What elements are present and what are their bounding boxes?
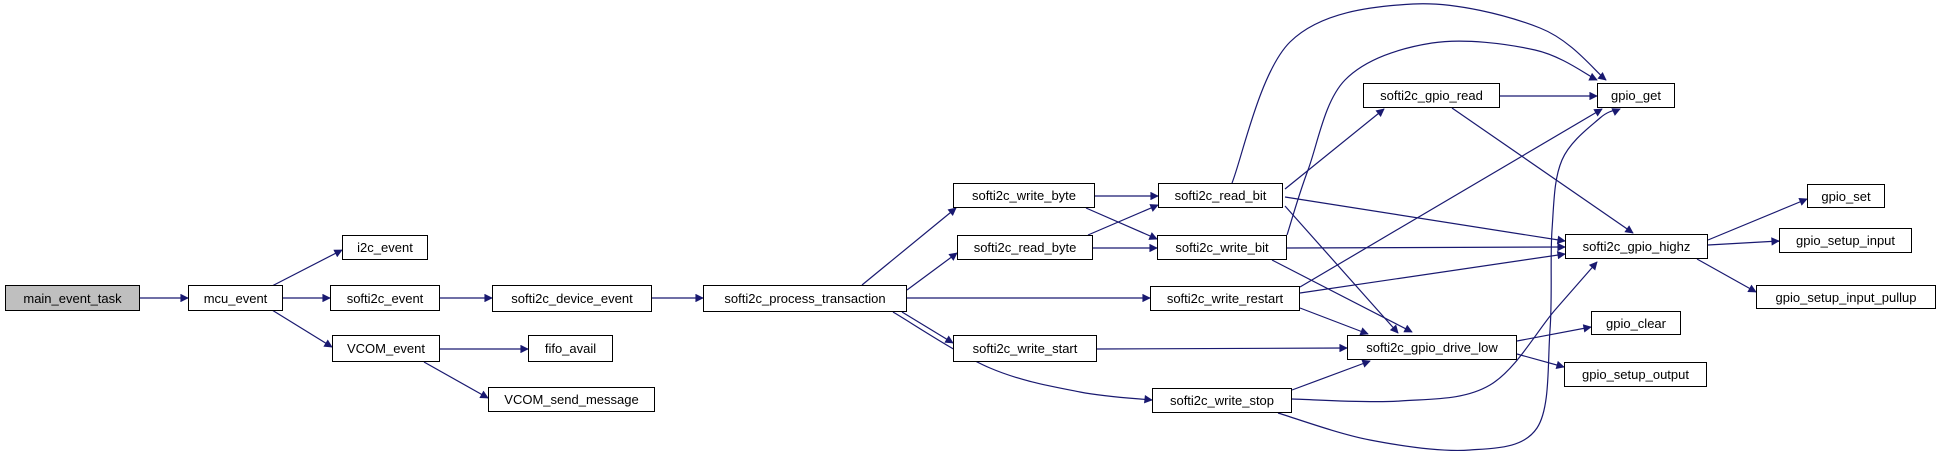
edge-softi2c_read_bit-to-softi2c_gpio_drive_low [1284,205,1399,334]
node-gpio_get[interactable]: gpio_get [1597,83,1675,108]
edge-softi2c_process_transaction-to-softi2c_read_byte [906,252,958,291]
node-softi2c_device_event[interactable]: softi2c_device_event [492,285,652,312]
node-fifo_avail[interactable]: fifo_avail [528,335,613,362]
node-gpio_set[interactable]: gpio_set [1807,184,1885,208]
node-softi2c_write_start[interactable]: softi2c_write_start [953,335,1097,362]
edge-softi2c_write_bit-to-gpio_get [1286,40,1598,236]
node-softi2c_write_bit[interactable]: softi2c_write_bit [1157,235,1287,260]
node-softi2c_write_stop[interactable]: softi2c_write_stop [1152,388,1292,413]
edge-softi2c_read_byte-to-softi2c_read_bit [1087,204,1159,236]
edge-softi2c_gpio_highz-to-gpio_setup_input [1707,237,1780,246]
node-main_event_task[interactable]: main_event_task [5,285,140,311]
edge-softi2c_gpio_highz-to-gpio_set [1707,198,1808,241]
edge-softi2c_write_byte-to-softi2c_write_bit [1085,207,1158,240]
edge-softi2c_write_stop-to-gpio_get [1277,108,1621,451]
node-softi2c_event[interactable]: softi2c_event [330,285,440,311]
node-softi2c_read_byte[interactable]: softi2c_read_byte [957,235,1093,260]
node-softi2c_write_restart[interactable]: softi2c_write_restart [1150,286,1300,311]
edge-softi2c_write_restart-to-softi2c_gpio_highz [1299,250,1566,294]
edge-softi2c_gpio_drive_low-to-gpio_setup_output [1516,353,1565,370]
edge-softi2c_process_transaction-to-softi2c_write_stop [892,311,1153,404]
edge-softi2c_write_stop-to-softi2c_gpio_highz [1291,261,1598,403]
node-softi2c_read_bit[interactable]: softi2c_read_bit [1158,183,1283,208]
node-VCOM_send_message[interactable]: VCOM_send_message [488,387,655,412]
edge-softi2c_read_bit-to-softi2c_gpio_highz [1284,196,1566,244]
edge-VCOM_event-to-VCOM_send_message [423,361,489,399]
edge-softi2c_write_restart-to-gpio_get [1299,108,1603,288]
node-softi2c_gpio_read[interactable]: softi2c_gpio_read [1363,83,1500,108]
edge-softi2c_read_bit-to-gpio_get [1231,3,1607,184]
edge-softi2c_read_bit-to-softi2c_gpio_read [1284,108,1385,190]
node-gpio_clear[interactable]: gpio_clear [1591,311,1681,335]
edge-softi2c_write_restart-to-softi2c_gpio_drive_low [1299,307,1369,336]
node-softi2c_gpio_highz[interactable]: softi2c_gpio_highz [1565,234,1708,259]
edge-softi2c_process_transaction-to-softi2c_write_byte [861,207,957,286]
edge-mcu_event-to-VCOM_event [271,309,333,348]
edge-softi2c_write_stop-to-softi2c_gpio_drive_low [1291,359,1371,391]
edge-softi2c_write_start-to-softi2c_gpio_drive_low [1096,343,1348,353]
node-i2c_event[interactable]: i2c_event [342,235,428,260]
edge-softi2c_gpio_read-to-softi2c_gpio_highz [1451,107,1634,234]
node-gpio_setup_input[interactable]: gpio_setup_input [1779,228,1912,253]
edge-softi2c_process_transaction-to-softi2c_write_start [901,311,954,344]
node-softi2c_process_transaction[interactable]: softi2c_process_transaction [703,285,907,312]
edge-softi2c_write_bit-to-softi2c_gpio_drive_low [1271,259,1413,333]
edge-softi2c_gpio_highz-to-gpio_setup_input_pullup [1696,258,1757,293]
node-gpio_setup_input_pullup[interactable]: gpio_setup_input_pullup [1756,285,1936,309]
node-softi2c_write_byte[interactable]: softi2c_write_byte [953,183,1095,208]
node-mcu_event[interactable]: mcu_event [188,285,283,311]
node-softi2c_gpio_drive_low[interactable]: softi2c_gpio_drive_low [1347,335,1517,360]
edge-mcu_event-to-i2c_event [271,249,343,287]
node-VCOM_event[interactable]: VCOM_event [332,335,440,362]
node-gpio_setup_output[interactable]: gpio_setup_output [1564,362,1707,387]
edge-softi2c_write_bit-to-softi2c_gpio_highz [1286,242,1566,252]
edge-softi2c_gpio_drive_low-to-gpio_clear [1516,324,1592,342]
